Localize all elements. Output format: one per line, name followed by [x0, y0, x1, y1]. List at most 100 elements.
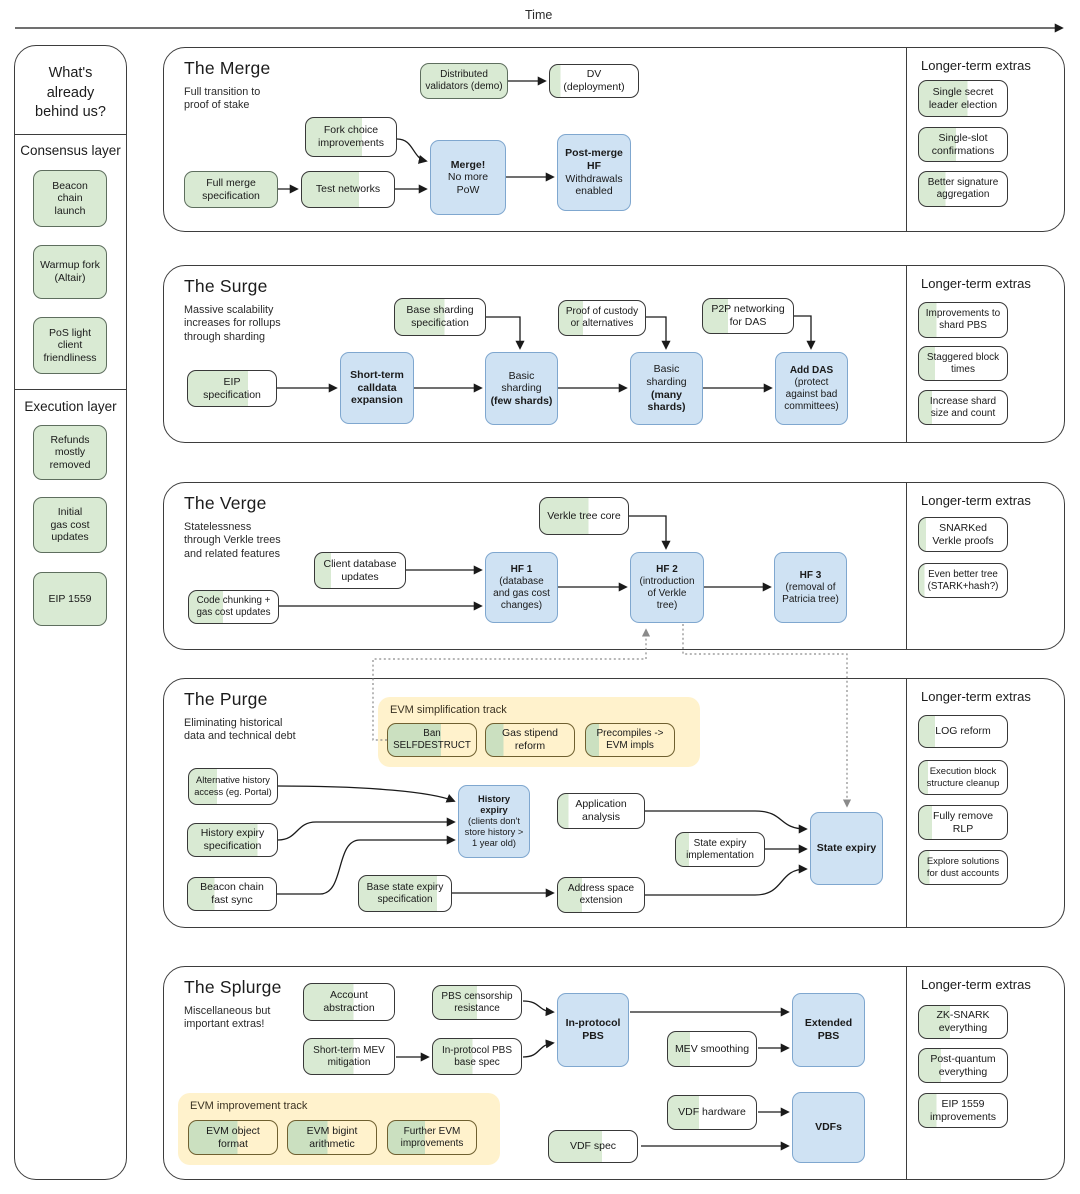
section-title-merge: The Merge: [184, 58, 271, 78]
node-label: Fully remove: [932, 809, 994, 822]
node-label: ZK-SNARK: [936, 1009, 990, 1022]
node-label: No more: [447, 171, 489, 184]
node-label: improvements: [930, 1110, 996, 1123]
node-label: PBS: [817, 1030, 840, 1042]
node-label: HF 1: [510, 563, 533, 575]
node-label: launch: [54, 204, 86, 217]
node-label: Ban: [423, 728, 441, 740]
node-label: Improvements to: [925, 308, 1001, 319]
node-label: everything: [938, 1065, 988, 1078]
node-label: In-protocol PBS: [441, 1044, 513, 1056]
node-label: 1 year old): [472, 838, 516, 849]
node-label: Explore solutions: [926, 856, 1000, 868]
node-label: HF 3: [799, 569, 822, 581]
node-test-networks: Test networks: [301, 171, 395, 208]
node-vdfs: VDFs: [792, 1092, 865, 1163]
node-label: format: [218, 1137, 248, 1150]
node-label: PBS censorship: [441, 990, 513, 1002]
node-vdf-spec: VDF spec: [548, 1130, 638, 1163]
node-label: History expiry: [200, 827, 265, 840]
node-label: Post-merge: [565, 147, 623, 160]
node-log-reform: LOG reform: [918, 715, 1008, 748]
node-label: Further EVM: [403, 1125, 461, 1137]
node-label: (protect: [794, 376, 829, 388]
extras-title-verge: Longer-term extras: [921, 493, 1031, 508]
extras-title-surge: Longer-term extras: [921, 276, 1031, 291]
node-label: Single secret: [932, 85, 994, 98]
node-label: Full merge: [206, 176, 256, 189]
behind-us-title: What's already behind us?: [35, 65, 106, 121]
node-label: gas cost: [50, 518, 90, 531]
node-label: for dust accounts: [926, 867, 1000, 879]
consensus-layer-label: Consensus layer: [20, 143, 121, 158]
section-title-surge: The Surge: [184, 276, 268, 296]
node-label: VDFs: [815, 1121, 842, 1134]
panel-label-evm-simplification-track: EVM simplification track: [390, 704, 507, 716]
node-label: expansion: [351, 394, 403, 407]
node-label: HF: [587, 159, 601, 172]
node-label: committees): [784, 400, 839, 412]
node-label: specification: [202, 189, 260, 202]
node-label: Verkle proofs: [932, 534, 994, 547]
node-label: (many: [651, 388, 682, 401]
node-label: sharding: [646, 375, 687, 388]
node-label: Client database: [323, 557, 397, 570]
node-label: EVM impls: [606, 740, 654, 751]
node-label: MEV smoothing: [674, 1042, 750, 1055]
node-label: VDF hardware: [678, 1106, 746, 1119]
panel-label-evm-improvement-track: EVM improvement track: [190, 1100, 308, 1112]
section-subtitle-splurge: Miscellaneous but important extras!: [184, 1005, 271, 1031]
section-subtitle-verge: Statelessness through Verkle trees and r…: [184, 521, 281, 560]
node-label: Gas stipend: [501, 727, 559, 740]
node-label: changes): [500, 599, 543, 611]
node-eip-1559: EIP 1559: [33, 572, 107, 626]
node-label: specification: [203, 388, 261, 401]
node-label: Basic: [653, 363, 680, 376]
node-label: leader election: [928, 98, 998, 111]
node-label: (few shards): [490, 394, 553, 407]
node-precompiles-to-evm-impls: Precompiles ->EVM impls: [585, 723, 675, 757]
section-subtitle-merge: Full transition to proof of stake: [184, 86, 261, 112]
node-label: Add DAS: [789, 364, 834, 376]
section-extras-divider: [906, 266, 907, 442]
node-label: EIP 1559: [48, 592, 92, 605]
node-label: Better signature: [927, 177, 999, 188]
sidebar-divider: [15, 134, 126, 135]
node-label: Patricia tree): [782, 593, 839, 605]
node-label: (deployment): [563, 81, 625, 93]
node-label: for DAS: [729, 316, 767, 328]
node-label: abstraction: [323, 1002, 375, 1014]
time-axis-label: Time: [525, 8, 553, 22]
node-label: expiry: [480, 804, 508, 815]
node-label: removed: [49, 458, 91, 471]
node-label: Beacon chain: [200, 881, 264, 894]
node-label: Code chunking +: [196, 595, 271, 607]
node-label: P2P networking: [711, 303, 785, 316]
node-mev-smoothing: MEV smoothing: [667, 1031, 757, 1067]
node-label: Proof of custody: [565, 306, 639, 317]
behind-us-panel: What's already behind us? Consensus laye…: [14, 45, 127, 1180]
